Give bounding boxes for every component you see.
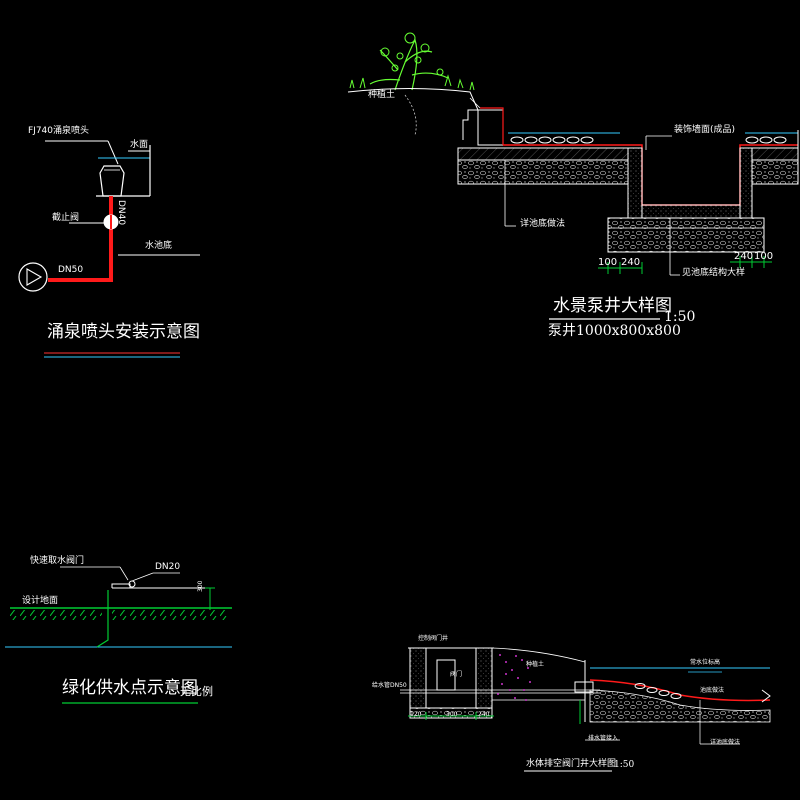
finish-label: 装饰墙面(成品) [674,125,736,135]
dim-label: 300 [446,711,458,718]
dim-label: 240 [478,711,490,718]
dim-label: 240 [621,257,641,268]
valve-label: 阀门 [450,671,463,678]
pump-well-diagram [347,32,799,320]
pipe-dn50-label: DN50 [58,265,84,275]
drain-well-scale: 1:50 [614,760,635,770]
greening-diagram [5,566,232,704]
planting-soil-label: 种植土 [526,661,545,668]
water-surface-label: 水面 [130,140,149,150]
nozzle-icon [99,165,125,197]
planting-soil [497,654,531,701]
pump-well-title: 水景泵井大样图 [553,296,672,316]
quick-valve-label: 快速取水阀门 [30,556,85,566]
supply-pipe-label: 给水管DN50 [372,682,407,689]
pool-bottom-label: 水池底 [145,241,173,251]
leader-line [107,140,119,165]
dn20-label: DN20 [155,562,181,572]
drain-well-diagram [400,647,771,772]
pebbles [510,136,787,144]
fountain-diagram [18,140,200,358]
pool-bottom-practice-label: 详池底做法 [520,219,566,229]
pump-well-subtitle: 泵井1000x800x800 [548,323,681,339]
control-valve-well-label: 控制阀门井 [418,635,449,642]
drain-well-title: 水体排空阀门井大样图 [526,759,617,769]
pipe-dn40-label: DN40 [116,200,126,226]
pump-well-scale: 1:50 [664,309,696,325]
plant-icon [349,32,475,91]
dim-300-label: 300 [197,580,204,592]
bottom-detail-label: 详池底做法 [710,739,741,746]
fountain-title: 涌泉喷头安装示意图 [47,322,200,342]
dim-label: 100 [598,257,618,268]
nozzle-label: FJ740涌泉喷头 [28,126,90,136]
dim-label: 240 [734,251,754,262]
bottom-practice-label: 池底做法 [700,687,725,694]
pebbles [634,683,682,699]
dim-label: 120 [410,711,422,718]
pump-well-dimensions [598,256,772,274]
water-level-label: 常水位标高 [690,659,721,666]
pool-bottom-detail-label: 见池底结构大样 [682,268,746,278]
greening-title: 绿化供水点示意图 [62,678,198,698]
stop-valve-label: 截止阀 [52,213,80,223]
dim-label: 100 [754,251,774,262]
planting-label: 种植土 [368,90,396,100]
design-ground-label: 设计地面 [22,596,59,606]
drain-inlet-label: 排水管接入 [588,735,619,742]
greening-note: 无比例 [180,685,213,698]
pump-icon [18,262,48,292]
